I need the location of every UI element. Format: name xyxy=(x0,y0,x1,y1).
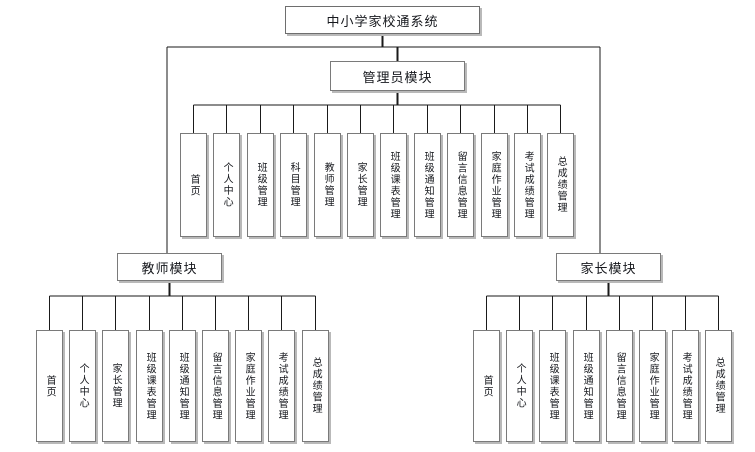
root-node-label: 中小学家校通系统 xyxy=(326,14,439,30)
leaf-node-label: 总成绩管理 xyxy=(713,357,725,415)
leaf-node-label: 首页 xyxy=(44,374,56,398)
leaf-node-label: 考试成绩管理 xyxy=(680,351,692,421)
leaf-node-admin-5[interactable]: 教师管理 xyxy=(314,133,341,237)
leaf-node-admin-12[interactable]: 总成绩管理 xyxy=(547,133,574,237)
leaf-node-label: 班级课表管理 xyxy=(547,351,559,421)
leaf-node-parent-8[interactable]: 总成绩管理 xyxy=(705,330,732,442)
leaf-node-parent-3[interactable]: 班级课表管理 xyxy=(539,330,566,442)
leaf-node-label: 班级课表管理 xyxy=(144,351,156,421)
leaf-node-label: 个人中心 xyxy=(77,363,89,409)
leaf-node-admin-8[interactable]: 班级通知管理 xyxy=(414,133,441,237)
module-node-parent[interactable]: 家长模块 xyxy=(556,253,661,281)
leaf-node-label: 家庭作业管理 xyxy=(647,351,659,421)
leaf-node-teacher-4[interactable]: 班级课表管理 xyxy=(136,330,163,442)
leaf-node-label: 总成绩管理 xyxy=(555,156,567,214)
leaf-node-parent-2[interactable]: 个人中心 xyxy=(506,330,533,442)
leaf-node-label: 留言信息管理 xyxy=(614,351,626,421)
module-node-teacher[interactable]: 教师模块 xyxy=(117,253,222,281)
leaf-node-admin-11[interactable]: 考试成绩管理 xyxy=(514,133,541,237)
module-node-teacher-label: 教师模块 xyxy=(141,261,198,277)
leaf-node-teacher-6[interactable]: 留言信息管理 xyxy=(202,330,229,442)
leaf-node-admin-9[interactable]: 留言信息管理 xyxy=(447,133,474,237)
leaf-node-admin-1[interactable]: 首页 xyxy=(180,133,207,237)
leaf-node-label: 班级管理 xyxy=(255,162,267,208)
leaf-node-label: 班级课表管理 xyxy=(388,150,400,220)
leaf-node-label: 留言信息管理 xyxy=(210,351,222,421)
leaf-node-label: 考试成绩管理 xyxy=(522,150,534,220)
leaf-node-admin-4[interactable]: 科目管理 xyxy=(280,133,307,237)
leaf-node-label: 班级通知管理 xyxy=(581,351,593,421)
leaf-node-label: 班级通知管理 xyxy=(422,150,434,220)
leaf-node-label: 家庭作业管理 xyxy=(243,351,255,421)
leaf-node-parent-4[interactable]: 班级通知管理 xyxy=(573,330,600,442)
leaf-node-teacher-5[interactable]: 班级通知管理 xyxy=(169,330,196,442)
leaf-node-parent-5[interactable]: 留言信息管理 xyxy=(606,330,633,442)
leaf-node-label: 首页 xyxy=(481,374,493,398)
leaf-node-parent-1[interactable]: 首页 xyxy=(473,330,500,442)
leaf-node-label: 家长管理 xyxy=(110,363,122,409)
leaf-node-label: 个人中心 xyxy=(221,162,233,208)
module-node-admin[interactable]: 管理员模块 xyxy=(330,61,465,91)
leaf-node-admin-7[interactable]: 班级课表管理 xyxy=(380,133,407,237)
leaf-node-parent-7[interactable]: 考试成绩管理 xyxy=(672,330,699,442)
leaf-node-label: 家长管理 xyxy=(355,162,367,208)
leaf-node-teacher-3[interactable]: 家长管理 xyxy=(102,330,129,442)
root-node-school-system[interactable]: 中小学家校通系统 xyxy=(285,6,480,34)
leaf-node-label: 首页 xyxy=(188,173,200,197)
leaf-node-parent-6[interactable]: 家庭作业管理 xyxy=(639,330,666,442)
leaf-node-label: 教师管理 xyxy=(322,162,334,208)
leaf-node-label: 留言信息管理 xyxy=(455,150,467,220)
leaf-node-teacher-1[interactable]: 首页 xyxy=(36,330,63,442)
leaf-node-admin-10[interactable]: 家庭作业管理 xyxy=(481,133,508,237)
module-node-parent-label: 家长模块 xyxy=(580,261,637,277)
leaf-node-label: 家庭作业管理 xyxy=(489,150,501,220)
leaf-node-admin-6[interactable]: 家长管理 xyxy=(347,133,374,237)
leaf-node-admin-2[interactable]: 个人中心 xyxy=(213,133,240,237)
leaf-node-label: 个人中心 xyxy=(514,363,526,409)
module-node-admin-label: 管理员模块 xyxy=(362,70,433,86)
leaf-node-label: 科目管理 xyxy=(288,162,300,208)
leaf-node-label: 总成绩管理 xyxy=(310,357,322,415)
leaf-node-teacher-7[interactable]: 家庭作业管理 xyxy=(235,330,262,442)
leaf-node-teacher-2[interactable]: 个人中心 xyxy=(69,330,96,442)
leaf-node-teacher-8[interactable]: 考试成绩管理 xyxy=(268,330,295,442)
leaf-node-label: 班级通知管理 xyxy=(177,351,189,421)
leaf-node-admin-3[interactable]: 班级管理 xyxy=(247,133,274,237)
leaf-node-teacher-9[interactable]: 总成绩管理 xyxy=(302,330,329,442)
leaf-node-label: 考试成绩管理 xyxy=(276,351,288,421)
